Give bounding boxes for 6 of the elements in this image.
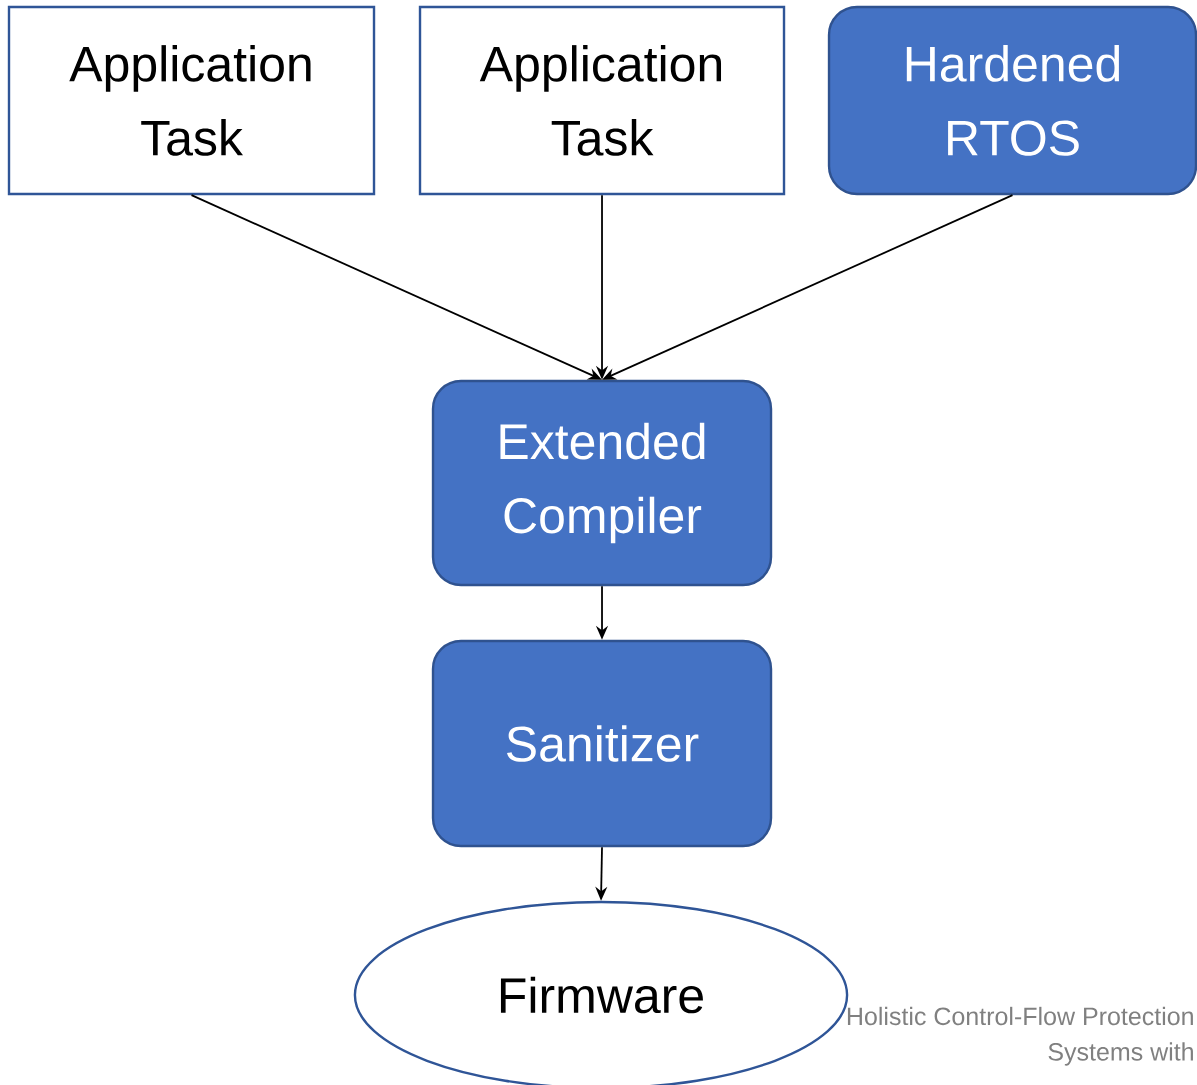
process-box: Hardened RTOS	[827, 5, 1197, 196]
task-box: Application Task	[7, 5, 376, 196]
footer-text: Systems with	[1048, 1042, 1193, 1066]
process-box: Sanitizer	[431, 639, 773, 848]
process-box: Extended Compiler	[431, 379, 773, 587]
task-box: Application Task	[418, 5, 786, 196]
